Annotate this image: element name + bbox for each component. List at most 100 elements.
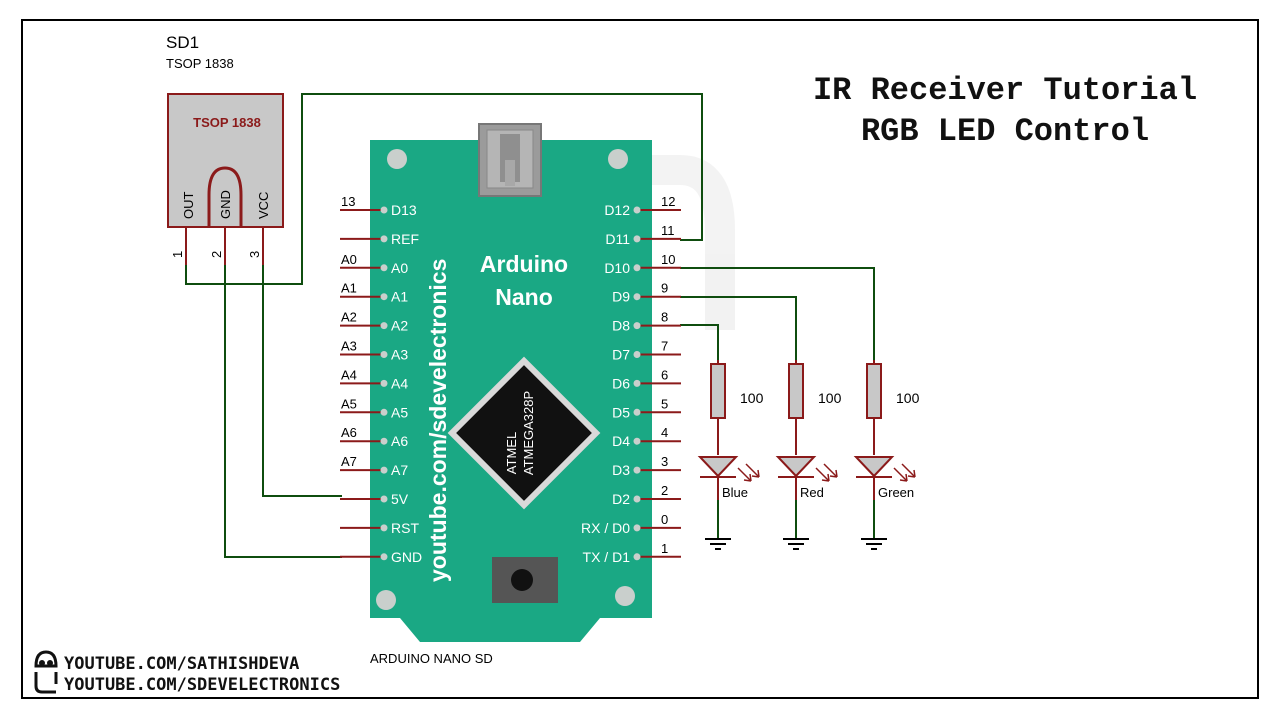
pin-dot <box>380 293 388 301</box>
mount-hole-br <box>615 586 635 606</box>
pin-number: A5 <box>341 396 357 411</box>
pin-number: 2 <box>661 483 668 498</box>
ground-icon <box>861 530 887 550</box>
pin-label: A7 <box>391 462 408 478</box>
left-pin-gnd: GND <box>340 549 422 565</box>
sensor-pin-gnd-label: GND <box>218 190 233 219</box>
mount-hole-tl <box>387 149 407 169</box>
sensor-pin-3-num: 3 <box>247 251 262 258</box>
pin-dot <box>380 206 388 214</box>
wire-d9-to-red <box>680 296 797 360</box>
ground-icon <box>705 530 731 550</box>
sensor-dome <box>207 166 243 227</box>
led-color-label: Blue <box>722 485 748 500</box>
pin-number: 6 <box>661 367 668 382</box>
pin-label: RX / D0 <box>581 520 630 536</box>
chip-label-line-2: ATMEGA328P <box>521 391 536 475</box>
pin-dot <box>380 264 388 272</box>
pin-label: D7 <box>612 347 630 363</box>
frame-border <box>21 19 1259 699</box>
wire-gnd-to-gnd <box>224 265 342 558</box>
light-arrow-icon <box>901 463 916 478</box>
pin-number: 13 <box>341 194 355 209</box>
pin-dot <box>633 379 641 387</box>
pin-dot <box>633 524 641 532</box>
light-arrow-icon <box>815 467 830 482</box>
right-pin-d2: 2D2 <box>612 483 681 507</box>
wire-d8-to-blue <box>680 324 719 360</box>
pin-label: 5V <box>391 491 409 507</box>
right-pin-d6: 6D6 <box>612 367 681 391</box>
resistor <box>788 363 804 419</box>
led-diode-icon <box>775 456 817 478</box>
right-pin-txd1: 1TX / D1 <box>583 541 681 565</box>
pin-label: D12 <box>604 202 630 218</box>
right-pin-d5: 5D5 <box>612 396 681 420</box>
left-pin-ref: REF <box>340 231 419 247</box>
resistor <box>866 363 882 419</box>
pin-dot <box>633 206 641 214</box>
pin-label: D5 <box>612 404 630 420</box>
pin-dot <box>633 235 641 243</box>
pin-label: D4 <box>612 433 630 449</box>
pin-label: A2 <box>391 318 408 334</box>
right-pin-d3: 3D3 <box>612 454 681 478</box>
pin-number: A7 <box>341 454 357 469</box>
pin-number: A4 <box>341 367 357 382</box>
board-footer-label: ARDUINO NANO SD <box>370 651 493 666</box>
pin-label: REF <box>391 231 419 247</box>
pin-dot <box>633 351 641 358</box>
pin-label: A6 <box>391 433 408 449</box>
wire-vcc-to-5v <box>262 265 342 497</box>
pin-label: D11 <box>605 231 630 247</box>
pin-label: D13 <box>391 202 417 218</box>
board-name-line-1: Arduino <box>480 251 568 277</box>
ir-sensor: SD1 TSOP 1838 TSOP 1838 OUT GND VCC 1 2 … <box>166 33 284 265</box>
pin-number: 0 <box>661 512 668 527</box>
sensor-part: TSOP 1838 <box>166 56 234 71</box>
pin-dot <box>633 408 641 416</box>
left-pin-header: 13D13REFA0A0A1A1A2A2A3A3A4A4A5A5A6A6A7A7… <box>340 194 422 565</box>
right-pin-d7: 7D7 <box>612 339 681 363</box>
pin-dot <box>380 466 388 474</box>
sensor-pin-vcc-label: VCC <box>256 192 271 219</box>
pin-dot <box>380 524 388 532</box>
resistor-value: 100 <box>896 390 920 406</box>
pin-dot <box>380 495 388 503</box>
wires <box>185 93 875 558</box>
pin-label: A0 <box>391 260 408 276</box>
light-arrow-icon <box>823 463 838 478</box>
mcu-chip <box>447 356 601 510</box>
pin-number: A2 <box>341 310 357 325</box>
pin-label: A1 <box>391 289 408 305</box>
pin-number: 9 <box>661 281 668 296</box>
pin-dot <box>380 322 388 330</box>
pin-number: A6 <box>341 425 357 440</box>
right-pin-d4: 4D4 <box>612 425 681 449</box>
pin-number: 3 <box>661 454 668 469</box>
left-pin-rst: RST <box>340 520 419 536</box>
pin-dot <box>633 293 641 301</box>
pin-dot <box>380 379 388 387</box>
arduino-board: Arduino Nano youtube.com/sdevelectronics… <box>370 123 652 666</box>
pin-dot <box>380 553 388 561</box>
pin-number: 7 <box>661 339 668 354</box>
mount-hole-tr <box>608 149 628 169</box>
pin-dot <box>633 495 641 503</box>
chip-label-line-1: ATMEL <box>504 432 519 474</box>
pin-label: D6 <box>612 375 630 391</box>
light-arrow-icon <box>737 467 752 482</box>
pin-dot <box>633 322 641 330</box>
led-diode-icon <box>697 456 739 478</box>
led-diode-icon <box>853 456 895 478</box>
pin-dot <box>380 351 388 358</box>
pin-label: A5 <box>391 404 408 420</box>
